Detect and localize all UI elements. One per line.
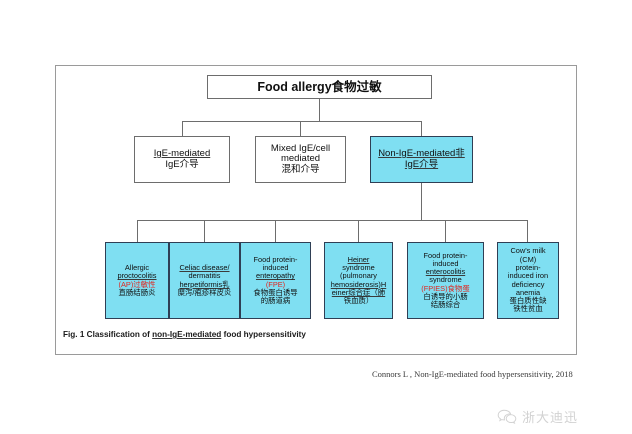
node-fpies-line-2: enterocolitis (425, 267, 466, 277)
node-food-protein-induced-enteropathy: Food protein- induced enteropathy (FPE) … (240, 242, 311, 319)
node-cm-line-3: induced iron (507, 271, 549, 281)
connector-drop-fpies (445, 220, 446, 242)
node-ige-mediated-line-1: IgE介导 (165, 158, 199, 170)
node-ap-line-0: Allergic (124, 262, 150, 272)
node-cm-line-2: protein- (515, 262, 541, 272)
node-cm-line-5: anemia (515, 287, 541, 297)
wechat-icon (497, 409, 517, 424)
node-fpies-line-6: 结肠综合 (430, 300, 461, 310)
node-celiac-dermatitis-herpetiformis: Celiac disease/ dermatitis herpetiformis… (169, 242, 240, 319)
node-heiner-line-4: einer综合症（肺 (331, 287, 386, 297)
node-ige-mediated-line-0: IgE-mediated (153, 147, 211, 159)
node-ap-line-3: 直肠结肠炎 (118, 287, 156, 297)
figure-container: Food allergy食物过敏 IgE-mediated IgE介导 Mixe… (55, 65, 577, 355)
figure-caption: Fig. 1 Classification of non-IgE-mediate… (63, 330, 306, 339)
node-fpe-line-3: (FPE) (265, 279, 286, 289)
node-cm-line-7: 铁性贫血 (513, 304, 543, 314)
node-cm-line-4: deficiency (511, 279, 545, 289)
node-heiner-syndrome: Heiner syndrome (pulmonary hemosiderosis… (324, 242, 393, 319)
node-non-ige-mediated: Non-IgE-mediated非 IgE介导 (370, 136, 473, 183)
node-food-protein-induced-enterocolitis-syndrome: Food protein- induced enterocolitis synd… (407, 242, 484, 319)
node-fpies-line-5: 白诱导的小肠 (423, 291, 468, 301)
node-celiac-line-2: herpetiformis乳 (179, 279, 230, 289)
node-allergic-proctocolitis: Allergic proctocolitis (AP)过敏性 直肠结肠炎 (105, 242, 169, 319)
watermark-text: 浙大迪迅 (522, 410, 579, 425)
node-fpe-line-1: induced (262, 262, 289, 272)
node-cows-milk-protein-induced-iron-deficiency-anemia: Cow's milk (CM) protein- induced iron de… (497, 242, 559, 319)
connector-drop-nonige (421, 121, 422, 136)
connector-drop-fpe (275, 220, 276, 242)
node-fpies-line-1: induced (432, 258, 459, 268)
figure-caption-suffix: food hypersensitivity (221, 330, 306, 339)
node-mixed-line-1: mediated (280, 153, 321, 165)
node-non-ige-line-0: Non-IgE-mediated非 (378, 147, 465, 159)
node-fpe-line-0: Food protein- (253, 254, 298, 264)
node-fpe-line-4: 食物蛋白诱导 (253, 287, 298, 297)
citation-text: Connors L , Non-IgE-mediated food hypers… (372, 369, 573, 379)
node-food-allergy-label: Food allergy食物过敏 (257, 80, 382, 94)
node-heiner-line-0: Heiner (347, 254, 370, 264)
connector-drop-cm (527, 220, 528, 242)
node-mixed-line-0: Mixed IgE/cell (270, 142, 331, 154)
connector-root-stem (319, 99, 320, 121)
node-cm-line-0: Cow's milk (510, 246, 546, 256)
node-celiac-line-1: dermatitis (188, 271, 221, 281)
node-mixed-line-2: 混和介导 (281, 163, 320, 175)
connector-drop-ap (137, 220, 138, 242)
node-heiner-line-3: hemosiderosis)H (330, 279, 387, 289)
node-celiac-line-0: Celiac disease/ (179, 262, 230, 272)
node-food-allergy: Food allergy食物过敏 (207, 75, 432, 99)
connector-level2-bus (182, 121, 422, 122)
node-ap-line-1: proctocolitis (117, 271, 157, 281)
node-ige-mediated: IgE-mediated IgE介导 (134, 136, 230, 183)
connector-drop-heiner (358, 220, 359, 242)
node-fpies-line-3: syndrome (429, 275, 462, 285)
connector-drop-mixed (300, 121, 301, 136)
node-non-ige-line-1: IgE介导 (404, 158, 439, 170)
node-heiner-line-5: 铁血质） (343, 296, 374, 306)
figure-caption-prefix: Fig. 1 Classification of (63, 330, 153, 339)
node-heiner-line-1: syndrome (342, 262, 375, 272)
watermark: 浙大迪迅 (497, 407, 578, 426)
node-fpe-line-2: enteropathy (255, 271, 296, 281)
node-fpies-line-0: Food protein- (423, 250, 468, 260)
node-cm-line-6: 蛋白质性缺 (509, 296, 547, 306)
node-ap-line-2: (AP)过敏性 (118, 279, 156, 289)
figure-caption-emphasis: non-IgE-mediated (152, 330, 222, 339)
connector-drop-ige (182, 121, 183, 136)
connector-level3-bus (137, 220, 528, 221)
node-cm-line-1: (CM) (519, 254, 537, 264)
node-fpe-line-5: 的肠道病 (260, 296, 291, 306)
node-celiac-line-3: 糜泻/疱疹样皮炎 (177, 287, 232, 297)
node-heiner-line-2: (pulmonary (340, 271, 377, 281)
node-fpies-line-4: (FPIES)食物蛋 (421, 283, 470, 293)
node-mixed-ige-cell-mediated: Mixed IgE/cell mediated 混和介导 (255, 136, 346, 183)
connector-drop-celiac (204, 220, 205, 242)
connector-nonige-stem (421, 183, 422, 220)
